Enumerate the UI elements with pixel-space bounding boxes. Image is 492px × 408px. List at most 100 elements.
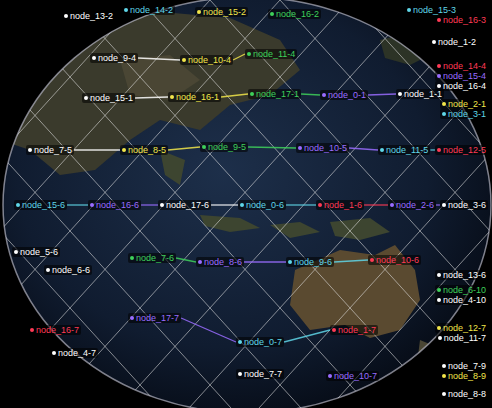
satellite-label: node_14-2 bbox=[130, 5, 173, 15]
satellite-label: node_7-7 bbox=[244, 369, 282, 379]
satellite-dot bbox=[170, 95, 174, 99]
satellite-node: node_10-6 bbox=[368, 255, 421, 265]
satellite-label: node_16-2 bbox=[276, 9, 319, 19]
satellite-label: node_12-5 bbox=[443, 145, 486, 155]
inter-satellite-link bbox=[301, 94, 320, 95]
satellite-dot bbox=[52, 351, 56, 355]
satellite-node: node_11-5 bbox=[378, 145, 430, 155]
satellite-dot bbox=[130, 316, 134, 320]
satellite-node: node_8-9 bbox=[440, 371, 488, 381]
satellite-node: node_11-7 bbox=[436, 333, 488, 343]
inter-satellite-link bbox=[368, 94, 396, 95]
inter-satellite-link bbox=[74, 149, 120, 150]
satellite-dot bbox=[160, 203, 164, 207]
satellite-dot bbox=[437, 148, 441, 152]
satellite-label: node_16-6 bbox=[96, 200, 139, 210]
satellite-node: node_3-1 bbox=[440, 109, 488, 119]
satellite-dot bbox=[30, 328, 34, 332]
satellite-node: node_10-5 bbox=[296, 143, 349, 153]
satellite-label: node_0-6 bbox=[246, 200, 284, 210]
satellite-node: node_7-7 bbox=[236, 369, 284, 379]
satellite-label: node_6-10 bbox=[443, 285, 486, 295]
satellite-label: node_13-2 bbox=[70, 11, 113, 21]
inter-satellite-link bbox=[67, 204, 88, 205]
satellite-label: node_1-6 bbox=[324, 200, 362, 210]
satellite-dot bbox=[240, 203, 244, 207]
satellite-dot bbox=[250, 92, 254, 96]
satellite-node: node_17-7 bbox=[128, 313, 181, 323]
satellite-dot bbox=[318, 203, 322, 207]
inter-satellite-link bbox=[334, 260, 368, 262]
satellite-dot bbox=[398, 92, 402, 96]
satellite-label: node_17-7 bbox=[136, 313, 179, 323]
satellite-node: node_11-4 bbox=[245, 49, 297, 59]
satellite-dot bbox=[328, 374, 332, 378]
satellite-label: node_9-5 bbox=[208, 142, 246, 152]
satellite-node: node_5-6 bbox=[12, 247, 60, 257]
satellite-dot bbox=[322, 93, 326, 97]
inter-satellite-link bbox=[286, 204, 316, 205]
satellite-label: node_6-6 bbox=[52, 265, 90, 275]
satellite-node: node_14-4 bbox=[435, 61, 488, 71]
satellite-node: node_4-7 bbox=[50, 348, 98, 358]
satellite-node: node_7-9 bbox=[440, 361, 488, 371]
satellite-node: node_7-5 bbox=[26, 145, 74, 155]
satellite-label: node_9-6 bbox=[294, 257, 332, 267]
satellite-dot bbox=[442, 203, 446, 207]
satellite-node: node_17-1 bbox=[248, 89, 301, 99]
satellite-node: node_3-6 bbox=[440, 200, 488, 210]
satellite-dot bbox=[198, 260, 202, 264]
satellite-dot bbox=[390, 203, 394, 207]
satellite-dot bbox=[64, 14, 68, 18]
inter-satellite-link bbox=[168, 147, 200, 150]
satellite-node: node_16-3 bbox=[435, 15, 488, 25]
satellite-label: node_16-1 bbox=[176, 92, 219, 102]
satellite-dot bbox=[197, 10, 201, 14]
satellite-node: node_15-1 bbox=[82, 93, 135, 103]
satellite-dot bbox=[438, 336, 442, 340]
inter-satellite-link bbox=[176, 258, 196, 262]
satellite-node: node_16-7 bbox=[28, 325, 81, 335]
satellite-node: node_8-5 bbox=[120, 145, 168, 155]
satellite-label: node_7-6 bbox=[136, 253, 174, 263]
satellite-node: node_9-5 bbox=[200, 142, 248, 152]
satellite-node: node_2-6 bbox=[388, 200, 436, 210]
satellite-node: node_8-8 bbox=[440, 389, 488, 399]
satellite-node: node_9-4 bbox=[90, 53, 138, 63]
satellite-node: node_10-7 bbox=[326, 371, 379, 381]
continents bbox=[0, 10, 440, 360]
satellite-label: node_10-6 bbox=[376, 255, 419, 265]
australia bbox=[290, 245, 420, 338]
satellite-label: node_14-4 bbox=[443, 61, 486, 71]
satellite-dot bbox=[90, 203, 94, 207]
satellite-label: node_16-7 bbox=[36, 325, 79, 335]
satellite-dot bbox=[270, 12, 274, 16]
satellite-label: node_7-9 bbox=[448, 361, 486, 371]
satellite-label: node_0-1 bbox=[328, 90, 366, 100]
satellite-label: node_17-6 bbox=[166, 200, 209, 210]
inter-satellite-link bbox=[349, 148, 378, 150]
satellite-dot bbox=[437, 74, 441, 78]
inter-satellite-link bbox=[221, 94, 248, 97]
inter-satellite-link bbox=[233, 54, 245, 60]
satellite-dot bbox=[84, 96, 88, 100]
satellite-dot bbox=[442, 392, 446, 396]
satellite-node: node_0-6 bbox=[238, 200, 286, 210]
satellite-node: node_6-6 bbox=[44, 265, 92, 275]
satellite-dot bbox=[432, 40, 436, 44]
satellite-dot bbox=[442, 102, 446, 106]
satellite-label: node_10-7 bbox=[334, 371, 377, 381]
satellite-dot bbox=[370, 258, 374, 262]
inter-satellite-link bbox=[181, 318, 236, 342]
satellite-node: node_15-6 bbox=[14, 200, 67, 210]
inter-satellite-link bbox=[135, 97, 168, 98]
satellite-node: node_14-2 bbox=[122, 5, 175, 15]
satellite-dot bbox=[288, 260, 292, 264]
satellite-label: node_1-1 bbox=[404, 89, 442, 99]
island bbox=[330, 218, 390, 240]
satellite-dot bbox=[247, 52, 251, 56]
satellite-dot bbox=[46, 268, 50, 272]
satellite-label: node_13-6 bbox=[443, 270, 486, 280]
satellite-dot bbox=[437, 288, 441, 292]
